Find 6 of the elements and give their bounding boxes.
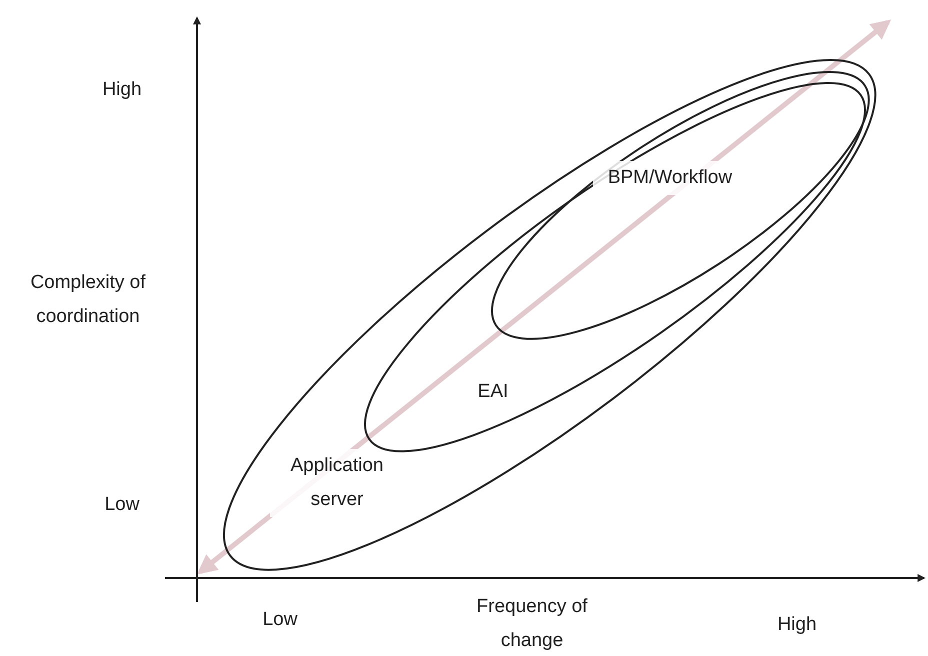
axis-tick-label: Low (104, 493, 140, 517)
axis-title: Frequency of change (476, 595, 588, 653)
axis-tick-label: Low (262, 608, 298, 632)
axis-tick-label: High (101, 78, 143, 102)
axis-title: Complexity of coordination (29, 271, 147, 329)
axis-tick-label: High (776, 613, 818, 637)
